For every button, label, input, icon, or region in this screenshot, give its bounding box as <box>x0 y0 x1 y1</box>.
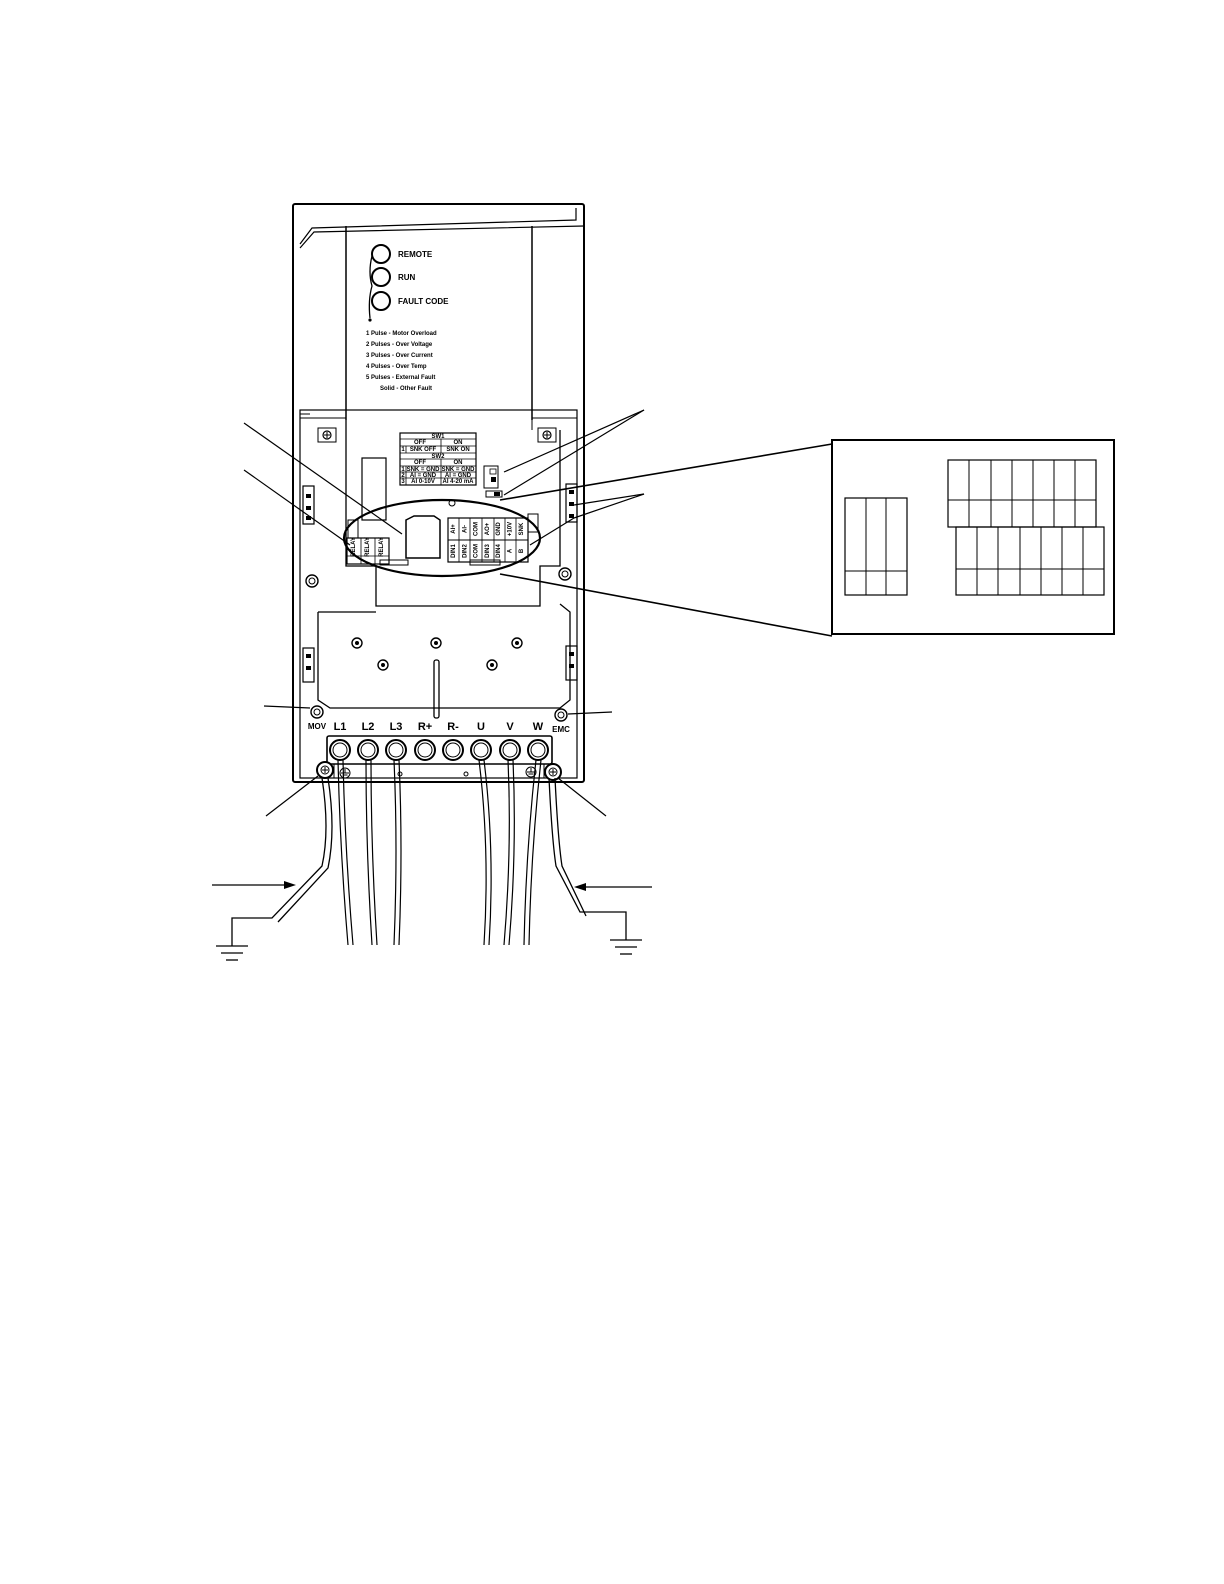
motor-output-cables <box>478 759 542 946</box>
zoom-relay-terminals <box>844 497 908 596</box>
power-terminal-label-r-plus: R+ <box>418 721 432 733</box>
sw2-row2-on: AI = GND <box>445 473 472 479</box>
mounting-screws <box>305 567 572 719</box>
io-lower-terminal-label-3: DIN3 <box>485 544 491 558</box>
power-terminal-label-l1: L1 <box>334 721 347 733</box>
io-upper-terminal-label-5: +10V <box>508 522 514 536</box>
cover-screws <box>317 427 557 443</box>
sw2-row1-on: SNK = GND <box>442 467 476 473</box>
power-terminal-label-r-minus: R- <box>447 721 459 733</box>
power-terminal-label-l3: L3 <box>390 721 403 733</box>
relay-terminal-block <box>346 513 539 565</box>
sw1-on-header: ON <box>454 440 463 446</box>
relay-terminal-label-2: RELAY <box>379 537 385 557</box>
led-panel: REMOTE RUN FAULT CODE 1 Pulse - Motor Ov… <box>366 244 449 392</box>
fault-code-list: 1 Pulse - Motor Overload 2 Pulses - Over… <box>366 331 437 392</box>
sw1-title: SW1 <box>431 434 445 440</box>
io-upper-terminal-label-0: AI+ <box>451 524 457 534</box>
ground-lug-right <box>544 763 562 781</box>
io-lower-terminal-label-4: DIN4 <box>496 544 502 558</box>
sw1-row1-num: 1 <box>401 447 405 453</box>
io-upper-terminal-label-2: COM <box>474 522 480 536</box>
side-clips <box>302 483 578 683</box>
mov-screw: MOV <box>308 705 327 731</box>
emc-screw: EMC <box>552 708 570 734</box>
comm-port <box>405 515 441 559</box>
sw2-row1-off: SNK = GND <box>407 467 441 473</box>
power-terminal-screws <box>329 739 549 761</box>
sw2-row2-off: AI = GND <box>410 473 437 479</box>
fault-code-5: 5 Pulses - External Fault <box>366 375 435 381</box>
relay-terminal-label-1: RELAY <box>365 537 371 557</box>
sw2-off-header: OFF <box>414 460 426 466</box>
zoom-io-terminals-lower <box>955 526 1105 596</box>
io-terminal-block <box>447 517 529 563</box>
led-fault-label: FAULT CODE <box>398 297 449 306</box>
zoom-io-terminals-upper <box>947 459 1097 528</box>
dip-switches <box>361 457 503 521</box>
sw1-row1-off: SNK OFF <box>410 447 437 453</box>
io-upper-terminal-label-3: AO+ <box>485 522 491 535</box>
ground-wire-right <box>548 777 642 955</box>
mov-label: MOV <box>308 722 327 731</box>
power-terminal-label-w: W <box>533 721 544 733</box>
earth-symbol-right-terminal <box>525 766 537 778</box>
control-terminal-labels: RELAY RELAY RELAY AI+ AI- COM AO+ GND +10V SNK DIN… <box>351 522 525 558</box>
led-fault-code: FAULT CODE <box>371 291 449 311</box>
led-run-label: RUN <box>398 273 416 282</box>
power-terminal-label-u: U <box>477 721 485 733</box>
leader-lines <box>212 409 652 891</box>
control-board <box>342 498 542 578</box>
fault-code-2: 2 Pulses - Over Voltage <box>366 342 433 348</box>
io-upper-terminal-label-4: GND <box>496 522 502 536</box>
sw1-row1-on: SNK ON <box>446 447 469 453</box>
power-terminal-label-l2: L2 <box>362 721 375 733</box>
sw2-row2-num: 2 <box>401 473 405 479</box>
drive-enclosure <box>292 203 585 783</box>
power-terminal-label-v: V <box>506 721 514 733</box>
sw2-title: SW2 <box>431 454 445 460</box>
sw2-row1-num: 1 <box>401 467 405 473</box>
fault-code-1: 1 Pulse - Motor Overload <box>366 331 437 337</box>
fault-code-3: 3 Pulses - Over Current <box>366 353 433 359</box>
power-terminal-block: L1 L2 L3 R+ R- U V W <box>326 721 553 778</box>
zoom-ellipse <box>342 498 542 578</box>
sw2-row3-on: AI 4-20 mA <box>442 479 474 485</box>
emc-label: EMC <box>552 725 570 734</box>
led-remote-label: REMOTE <box>398 250 433 259</box>
io-lower-terminal-label-1: DIN2 <box>462 544 468 558</box>
led-remote: REMOTE <box>371 244 433 264</box>
sw1-off-header: OFF <box>414 440 426 446</box>
io-lower-terminal-label-6: B <box>519 548 525 553</box>
io-lower-terminal-label-0: DIN1 <box>451 544 457 558</box>
fault-code-4: 4 Pulses - Over Temp <box>366 364 427 370</box>
zoom-box <box>831 439 1115 635</box>
io-upper-terminal-label-1: AI- <box>462 525 468 533</box>
ground-lug-left <box>316 761 334 779</box>
io-lower-terminal-label-2: COM <box>474 544 480 558</box>
ground-wire-left <box>216 777 333 961</box>
switch-table: SW1 OFF ON 1 SNK OFF SNK ON SW2 OFF ON 1… <box>399 432 477 486</box>
led-run: RUN <box>371 267 416 287</box>
fault-code-6: Solid - Other Fault <box>380 386 432 392</box>
sw2-row3-num: 3 <box>401 479 405 485</box>
io-upper-terminal-label-6: SNK <box>519 522 525 535</box>
sw2-row3-off: AI 0-10V <box>411 479 435 485</box>
zoom-callout <box>499 439 1115 637</box>
io-lower-terminal-label-5: A <box>508 548 514 553</box>
input-power-cables <box>337 759 402 946</box>
sw2-on-header: ON <box>454 460 463 466</box>
earth-symbol-left-terminal <box>339 767 351 779</box>
relay-terminal-label-0: RELAY <box>351 537 357 557</box>
